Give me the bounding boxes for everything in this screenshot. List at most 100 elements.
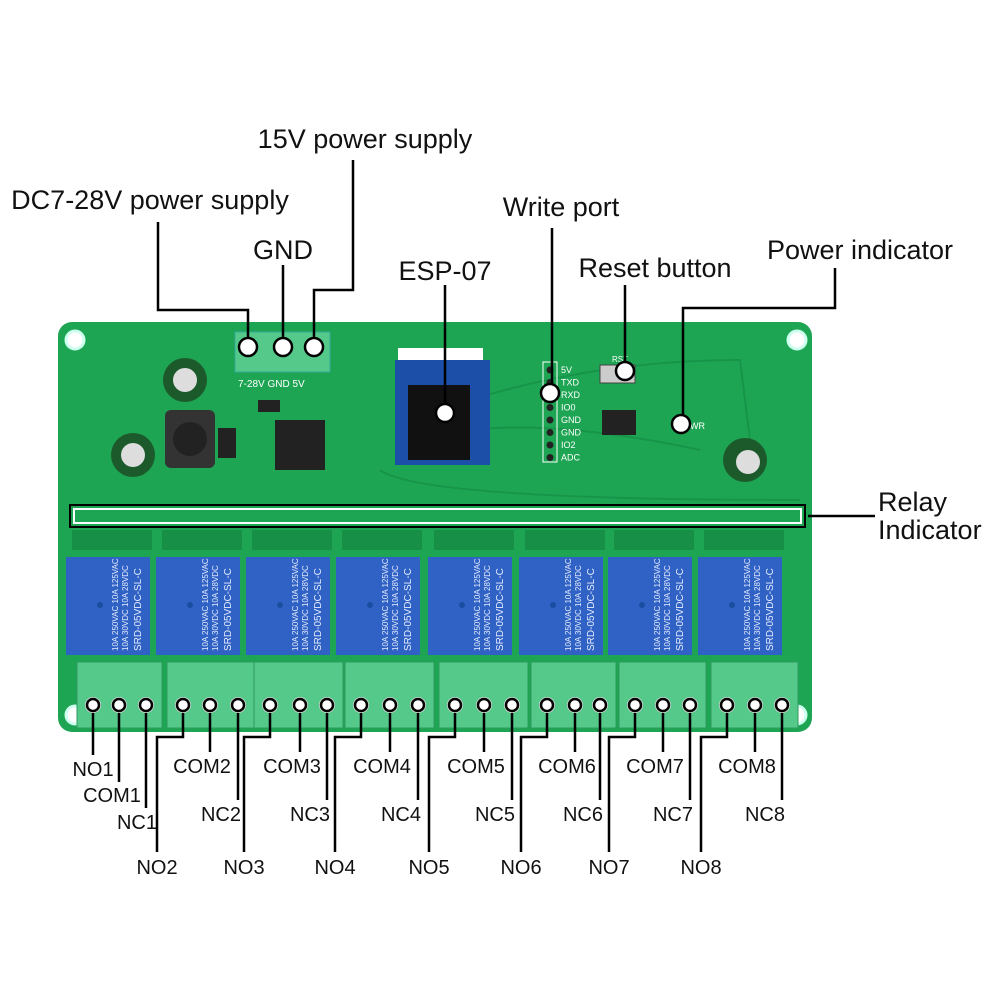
leader-no: [155, 713, 185, 852]
label-com: COM5: [447, 756, 505, 778]
label-com: COM7: [626, 756, 684, 778]
relay-driver: [72, 530, 152, 550]
leader-no: [699, 713, 729, 852]
relay-dot: [459, 602, 465, 608]
callout-dot: [237, 336, 259, 358]
relay-indicator-inner: [73, 508, 802, 524]
relay: [156, 557, 240, 655]
led-label: WR: [690, 421, 705, 431]
relay-text: SRD-05VDC-SL-C: [133, 568, 144, 651]
callout-dot: [567, 697, 583, 713]
label-esp07: ESP-07: [398, 256, 492, 286]
relay: [608, 557, 692, 655]
diode: [258, 400, 280, 412]
callout-dot: [614, 360, 636, 382]
callout-dot: [353, 697, 369, 713]
label-no: NO3: [223, 857, 265, 879]
leader-dc: [156, 222, 250, 347]
relay-text: SRD-05VDC-SL-C: [223, 568, 234, 651]
callout-dot: [774, 697, 790, 713]
label-nc: NC6: [562, 804, 604, 826]
header-pin-label: GND: [561, 428, 582, 438]
callout-dot: [272, 336, 294, 358]
callout-dot: [85, 697, 101, 713]
relay-text: 10A 250VAC 10A 125VAC: [653, 558, 662, 651]
header-pin-label: ADC: [561, 453, 581, 463]
leader-power: [681, 268, 837, 424]
callout-dot: [670, 413, 692, 435]
label-nc: NC3: [289, 804, 331, 826]
label-no: NO5: [408, 857, 450, 879]
relay-text: 10A 30VDC 10A 28VDC: [663, 565, 672, 651]
leader-no: [242, 713, 272, 852]
relay-driver: [704, 530, 784, 550]
relay-dot: [97, 602, 103, 608]
relay-dot: [639, 602, 645, 608]
callout-dot: [303, 336, 325, 358]
relay-text: SRD-05VDC-SL-C: [313, 568, 324, 651]
header-pin: [546, 454, 554, 461]
relay-text: SRD-05VDC-SL-C: [495, 568, 506, 651]
label-no: NO6: [500, 857, 542, 879]
relay-driver: [342, 530, 422, 550]
label-gnd: GND: [253, 235, 313, 265]
header-pin: [546, 429, 554, 436]
terminal-silk: 7-28V GND 5V: [238, 379, 305, 390]
relay-driver: [614, 530, 694, 550]
callout-dot: [627, 697, 643, 713]
label-com: COM4: [353, 756, 411, 778]
callout-dot: [434, 402, 456, 424]
inductor-coil: [173, 422, 207, 456]
relay-text: 10A 30VDC 10A 28VDC: [301, 565, 310, 651]
callout-dot: [262, 697, 278, 713]
relay-text: 10A 30VDC 10A 28VDC: [391, 565, 400, 651]
relay-driver: [525, 530, 605, 550]
callout-dot: [382, 697, 398, 713]
relay-text: SRD-05VDC-SL-C: [403, 568, 414, 651]
callout-dot: [539, 697, 555, 713]
relay-text: 10A 250VAC 10A 125VAC: [564, 558, 573, 651]
callout-dot: [447, 697, 463, 713]
relay: [246, 557, 330, 655]
leader-no: [427, 713, 457, 852]
relay-text: SRD-05VDC-SL-C: [765, 568, 776, 651]
header-pin-label: 5V: [561, 365, 572, 375]
label-no1: NO1: [72, 759, 114, 781]
relay-driver: [434, 530, 514, 550]
callout-dot: [504, 697, 520, 713]
label-com: COM3: [263, 756, 321, 778]
label-com: COM6: [538, 756, 596, 778]
label-com: COM8: [718, 756, 776, 778]
callout-dot: [175, 697, 191, 713]
relay: [428, 557, 512, 655]
esp-chip: [408, 385, 470, 460]
relay-dot: [729, 602, 735, 608]
label-no: NO4: [314, 857, 356, 879]
label-dc-supply: DC7-28V power supply: [11, 185, 289, 215]
header-pin-label: TXD: [561, 378, 580, 388]
relay-terminal: [530, 661, 617, 729]
label-nc1: NC1: [116, 812, 158, 834]
capacitor-top: [173, 368, 197, 392]
relay-text: 10A 30VDC 10A 28VDC: [121, 565, 130, 651]
reset-silk: RST: [612, 355, 628, 364]
relay-text: SRD-05VDC-SL-C: [586, 568, 597, 651]
relay-text: 10A 250VAC 10A 125VAC: [743, 558, 752, 651]
header-pin-label: IO2: [561, 440, 576, 450]
relay-dot: [367, 602, 373, 608]
label-power-indicator: Power indicator: [766, 235, 954, 265]
label-15v-supply: 15V power supply: [257, 124, 473, 154]
relay-indicator-box: [69, 504, 806, 528]
relay-driver: [252, 530, 332, 550]
relay-text: 10A 30VDC 10A 28VDC: [483, 565, 492, 651]
label-write-port: Write port: [502, 192, 620, 222]
label-nc: NC7: [652, 804, 694, 826]
relay-driver: [162, 530, 242, 550]
label-nc: NC2: [200, 804, 242, 826]
label-no: NO7: [588, 857, 630, 879]
label-reset-button: Reset button: [578, 253, 732, 283]
header-pin: [546, 416, 554, 424]
callout-dot: [719, 697, 735, 713]
